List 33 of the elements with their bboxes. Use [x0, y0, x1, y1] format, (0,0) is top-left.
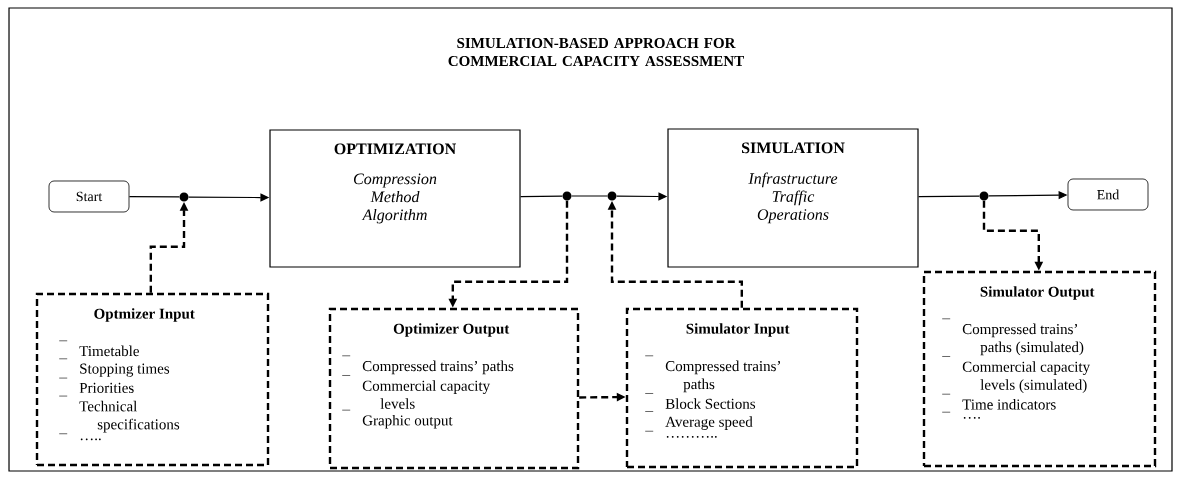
- list-item: Priorities: [58, 377, 134, 393]
- terminal-box: End: [1067, 178, 1149, 211]
- list-heading: Simulator Output: [980, 286, 1095, 300]
- list-item: ….: [941, 411, 980, 419]
- dashed-box: [625, 307, 859, 469]
- list-item: Compressed trains’ paths: [341, 355, 514, 375]
- list-item: Block Sections: [644, 393, 756, 409]
- connector-line: [128, 196, 180, 198]
- list-item: Stopping times: [58, 358, 170, 377]
- list-item: Commercial capacity levels: [341, 375, 491, 409]
- terminal-box: Start: [48, 180, 130, 213]
- connector-line: [571, 195, 608, 197]
- dashed-box: [922, 270, 1157, 468]
- list-item: Timetable: [58, 340, 139, 357]
- connector-line: [520, 195, 563, 198]
- list-heading: Optmizer Input: [94, 308, 195, 322]
- list-item: Technical specifications: [58, 395, 180, 433]
- list-item: Compressed trains’ paths: [644, 355, 780, 393]
- list-item: Compressed trains’ paths (simulated): [941, 318, 1084, 356]
- list-item: ………..: [644, 430, 717, 438]
- list-item: Time indicators: [941, 393, 1056, 410]
- list-item: Commercial capacity levels (simulated): [941, 356, 1091, 393]
- dashed-box: [328, 307, 580, 470]
- process-box: OPTIMIZATION Compression Method Algorithm: [269, 129, 521, 268]
- process-box: SIMULATION Infrastructure Traffic Operations: [667, 128, 919, 268]
- list-item: …..: [58, 433, 101, 441]
- title: SIMULATION-BASED APPROACH FOR COMMERCIAL CAPACITY ASSESSMENT: [448, 37, 744, 67]
- list-item: Graphic output: [341, 409, 453, 429]
- list-heading: Optimizer Output: [393, 323, 510, 337]
- list-heading: Simulator Input: [686, 323, 790, 337]
- connector-line: [918, 195, 980, 198]
- list-item: Average speed: [644, 411, 753, 430]
- dashed-box: [35, 292, 270, 467]
